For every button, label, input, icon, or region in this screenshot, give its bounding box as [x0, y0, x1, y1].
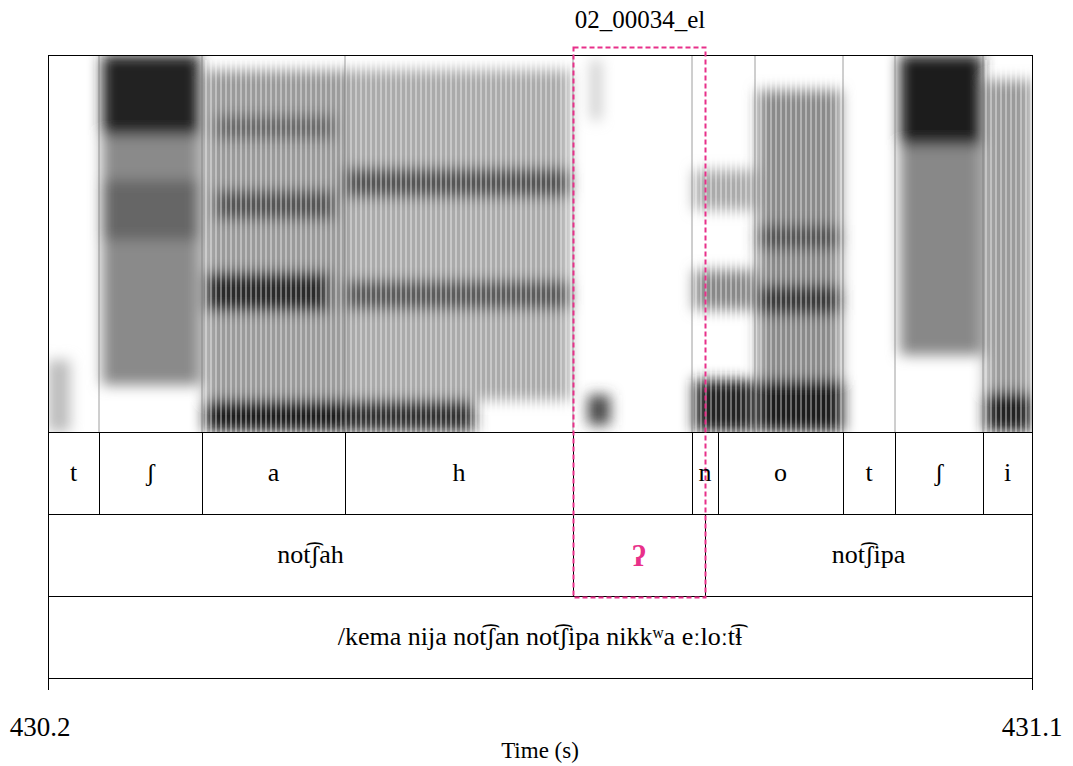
axis-tick-label: 431.1	[1002, 712, 1063, 743]
interval-label: not͡ʃah	[277, 541, 343, 570]
interval-label: h	[453, 459, 466, 488]
axis-tick-label: 430.2	[10, 712, 71, 743]
interval-label: t	[70, 459, 77, 488]
tier-interval: ʃ	[99, 432, 202, 514]
tier-interval: ʔ	[573, 514, 705, 596]
tier-interval: /kema nija not͡ʃan not͡ʃipa nikkʷa eːloː…	[48, 596, 1032, 678]
tier-interval: not͡ʃipa	[705, 514, 1032, 596]
interval-label: not͡ʃipa	[832, 541, 906, 570]
figure-title: 02_00034_el	[575, 6, 706, 34]
interval-label: /kema nija not͡ʃan not͡ʃipa nikkʷa eːloː…	[338, 623, 743, 652]
tier-interval: i	[983, 432, 1032, 514]
interval-label: o	[774, 459, 787, 488]
tier-interval: t	[48, 432, 99, 514]
tier-interval: n	[692, 432, 718, 514]
tier-interval: h	[345, 432, 573, 514]
interval-label: t	[865, 459, 872, 488]
interval-label: ʃ	[146, 459, 155, 488]
tier-interval: a	[202, 432, 345, 514]
interval-label: i	[1004, 459, 1011, 488]
axis-title: Time (s)	[501, 738, 579, 764]
interval-label: n	[699, 459, 712, 488]
interval-label: ʔ	[632, 539, 645, 572]
highlight-box	[574, 48, 706, 598]
interval-label: ʃ	[935, 459, 944, 488]
textgrid-tiers	[48, 56, 1033, 691]
tier-interval: ʃ	[895, 432, 983, 514]
interval-label: a	[268, 459, 280, 488]
spectrogram	[48, 55, 1032, 432]
tier-interval: not͡ʃah	[48, 514, 573, 596]
tier-interval: t	[843, 432, 895, 514]
tier-interval: o	[718, 432, 843, 514]
